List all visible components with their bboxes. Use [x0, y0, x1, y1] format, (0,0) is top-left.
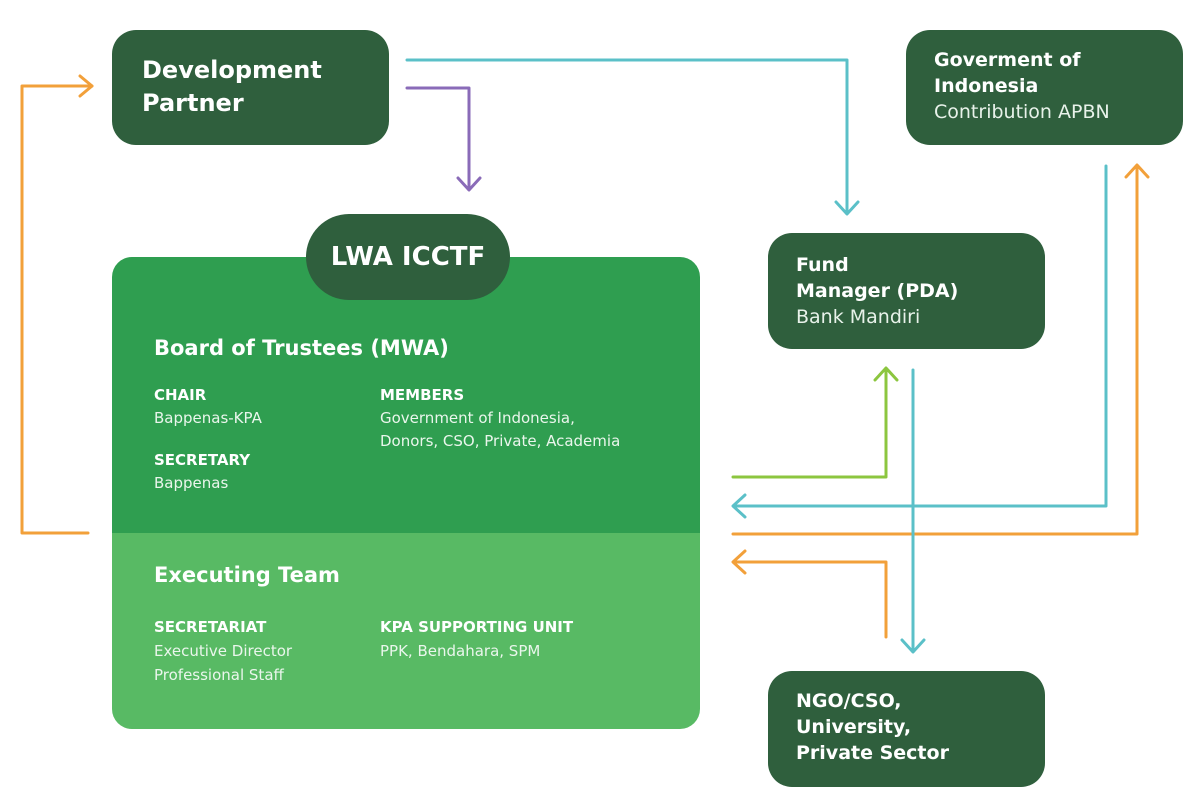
government-box: Goverment of Indonesia Contribution APBN: [906, 30, 1183, 145]
beneficiaries-line1: NGO/CSO,: [796, 690, 902, 712]
chair-value: Bappenas-KPA: [154, 409, 262, 427]
arrow-development-partner-to-lwa: [405, 86, 482, 192]
arrow-beneficiaries-to-lwa: [731, 549, 888, 639]
development-partner-title: Development Partner: [142, 56, 322, 117]
kpa-supporting-unit-label: KPA SUPPORTING UNIT: [380, 618, 574, 636]
development-partner-box: Development Partner: [112, 30, 389, 145]
beneficiaries-box: NGO/CSO, University, Private Sector: [768, 671, 1045, 787]
members-label: MEMBERS: [380, 386, 465, 404]
lwa-icctf-tab: LWA ICCTF: [306, 214, 510, 300]
members-line2: Donors, CSO, Private, Academia: [380, 432, 621, 450]
arrow-fund-manager-to-beneficiaries: [900, 368, 926, 654]
secretary-value: Bappenas: [154, 474, 229, 492]
government-title-line2: Indonesia: [934, 75, 1039, 97]
beneficiaries-line2: University,: [796, 716, 912, 738]
board-title: Board of Trustees (MWA): [154, 336, 449, 360]
secretariat-line1: Executive Director: [154, 642, 293, 660]
board-of-trustees-section: Board of Trustees (MWA) CHAIR Bappenas-K…: [112, 257, 700, 533]
government-title-line1: Goverment of: [934, 49, 1081, 71]
lwa-panel: Board of Trustees (MWA) CHAIR Bappenas-K…: [112, 257, 700, 729]
secretary-label: SECRETARY: [154, 451, 251, 469]
secretariat-label: SECRETARIAT: [154, 618, 267, 636]
chair-label: CHAIR: [154, 386, 207, 404]
arrow-lwa-to-development-partner: [20, 74, 94, 535]
arrow-lwa-to-fund-manager: [731, 366, 899, 479]
executing-team-section: Executing Team SECRETARIAT Executive Dir…: [112, 533, 700, 729]
members-line1: Government of Indonesia,: [380, 409, 575, 427]
fund-manager-subtitle: Bank Mandiri: [796, 306, 921, 328]
beneficiaries-line3: Private Sector: [796, 742, 949, 764]
fund-manager-title-line1: Fund: [796, 254, 849, 276]
executing-team-title: Executing Team: [154, 563, 340, 587]
arrow-development-partner-to-fund-manager: [405, 58, 860, 216]
fund-manager-title-line2: Manager (PDA): [796, 280, 959, 302]
government-subtitle: Contribution APBN: [934, 101, 1110, 123]
arrow-lwa-to-government: [731, 163, 1150, 536]
arrow-government-to-lwa: [731, 164, 1108, 519]
kpa-supporting-unit-value: PPK, Bendahara, SPM: [380, 642, 541, 660]
fund-manager-box: Fund Manager (PDA) Bank Mandiri: [768, 233, 1045, 349]
secretariat-line2: Professional Staff: [154, 666, 284, 684]
